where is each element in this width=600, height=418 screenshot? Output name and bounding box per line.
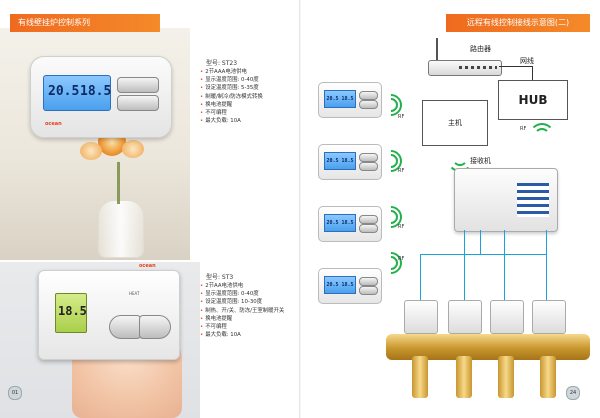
rf-label: RF [398, 256, 405, 262]
rf-label: RF [398, 224, 405, 230]
host-label: 主机 [448, 119, 462, 127]
spec-item: •2节AA电池供电 [200, 283, 244, 289]
st3-spec-list: •2节AA电池供电 •显示温度范围: 0-40度 •设定温度范围: 10-30度… [200, 282, 284, 339]
receiver-label: 接收机 [470, 157, 491, 165]
thermostat-st23: 20.5 18.5 ocean [30, 56, 172, 138]
spec-item: •设定温度范围: 10-30度 [200, 299, 263, 306]
host-device: 主机 [422, 100, 488, 146]
st23-brand-logo: ocean [45, 121, 62, 127]
spec-item: •不可编程 [200, 324, 227, 331]
router-device [428, 60, 502, 76]
spec-item: •显示温度范围: 0-40度 [200, 291, 259, 298]
thermostat-2: 20.5 18.5 [318, 144, 382, 180]
page-fold [299, 0, 301, 418]
st3-lcd: 18.5 [55, 293, 87, 333]
left-page-header: 有线壁挂炉控制系列 [10, 14, 160, 32]
spec-item: •制暖/制冷/防冻模式转换 [200, 93, 263, 100]
right-page-header: 远程有线控制接线示意图(二) [446, 14, 590, 32]
st23-down-button[interactable] [117, 95, 159, 111]
manifold-outlet [498, 356, 514, 398]
spec-item: •最大负载: 10A [200, 118, 241, 125]
manifold-outlet [412, 356, 428, 398]
thermostat-button-up[interactable] [359, 91, 378, 100]
network-cable [499, 66, 533, 67]
rf-label: RF [520, 126, 527, 132]
spec-item: •设定温度范围: 5-35度 [200, 85, 259, 92]
thermostat-button-down[interactable] [359, 224, 378, 233]
net-cable-label: 网线 [520, 57, 534, 65]
hub-device: HUB [498, 80, 568, 120]
flower-vase-image [98, 200, 144, 258]
rf-signal-icon [375, 89, 408, 121]
rf-signal-icon [375, 201, 408, 233]
actuator [532, 300, 566, 334]
thermostat-button-down[interactable] [359, 286, 378, 295]
wire [504, 230, 505, 302]
st3-brand-logo: ocean [139, 263, 156, 269]
st3-model: 型号: ST3 [206, 274, 234, 281]
lcd-temp-left: 20.5 [48, 84, 80, 99]
spec-item: •最大负载: 10A [200, 332, 241, 339]
spec-item: •制热、开/关、防冻/王室制暖开关 [200, 307, 285, 314]
rf-label: RF [398, 168, 405, 174]
thermostat-4: 20.5 18.5 [318, 268, 382, 304]
st3-left-button[interactable] [109, 315, 141, 339]
router-label: 路由器 [470, 45, 491, 53]
st23-lcd: 20.5 18.5 [43, 75, 111, 111]
wire [420, 254, 421, 302]
st3-right-button[interactable] [139, 315, 171, 339]
thermostat-lcd: 20.5 18.5 [324, 152, 356, 170]
router-antenna [436, 38, 438, 62]
thermostat-button-down[interactable] [359, 100, 378, 109]
left-page: 有线壁挂炉控制系列 20.5 18.5 ocean 型号: ST23 •2节AA… [0, 14, 285, 418]
rf-signal-icon [446, 142, 473, 172]
brass-manifold [386, 334, 590, 360]
rf-signal-icon [375, 247, 408, 279]
wire [480, 230, 481, 254]
thermostat-3: 20.5 18.5 [318, 206, 382, 242]
network-cable-vertical [532, 66, 533, 80]
spec-item: •显示温度范围: 0-40度 [200, 77, 259, 84]
wire [420, 254, 546, 255]
thermostat-button-up[interactable] [359, 215, 378, 224]
manifold-outlet [540, 356, 556, 398]
thermostat-lcd: 20.5 18.5 [324, 90, 356, 108]
st23-up-button[interactable] [117, 77, 159, 93]
st23-model: 型号: ST23 [206, 60, 238, 67]
rf-signal-icon [375, 145, 408, 177]
lcd-temp-right: 18.5 [80, 84, 112, 99]
thermostat-1: 20.5 18.5 [318, 82, 382, 118]
receiver-device [454, 168, 558, 232]
rf-label: RF [398, 114, 405, 120]
st3-heat-label: HEAT [129, 291, 140, 296]
actuator [490, 300, 524, 334]
rf-signal-icon [528, 122, 555, 142]
thermostat-button-up[interactable] [359, 277, 378, 286]
spec-item: •换电池提醒 [200, 101, 233, 108]
st3-lcd-temp: 18.5 [58, 304, 87, 318]
actuator [404, 300, 438, 334]
spec-item: •换电池提醒 [200, 315, 233, 322]
thermostat-button-down[interactable] [359, 162, 378, 171]
left-page-number: 01 [8, 386, 22, 400]
wire [464, 230, 465, 302]
thermostat-st3: ocean 18.5 HEAT [38, 263, 180, 360]
wire [546, 230, 547, 302]
actuator [448, 300, 482, 334]
spec-item: •不可编程 [200, 110, 227, 117]
thermostat-lcd: 20.5 18.5 [324, 276, 356, 294]
manifold-outlet [456, 356, 472, 398]
hub-label: HUB [518, 93, 548, 107]
spec-item: •2节AAA电池供电 [200, 69, 247, 75]
st23-spec-list: •2节AAA电池供电 •显示温度范围: 0-40度 •设定温度范围: 5-35度… [200, 68, 263, 125]
thermostat-button-up[interactable] [359, 153, 378, 162]
right-page-number: 24 [566, 386, 580, 400]
thermostat-lcd: 20.5 18.5 [324, 214, 356, 232]
